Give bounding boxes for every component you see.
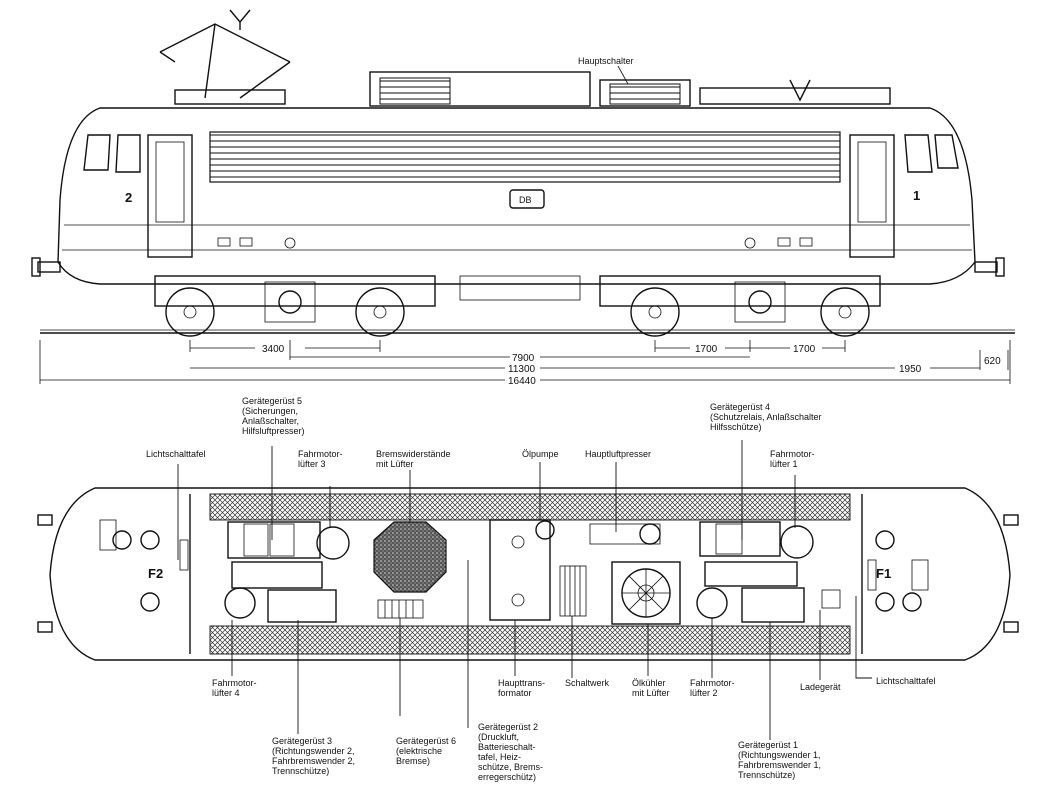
- label-line: Trennschütze): [738, 770, 795, 780]
- label-line: Gerätegerüst 4: [710, 402, 770, 412]
- plan-view: F2 F1: [37, 396, 1019, 782]
- label-fahrmotorluefter4: Fahrmotor-lüfter 4: [212, 678, 257, 698]
- label-geraetegeruest2: Gerätegerüst 2(Druckluft,Batterieschalt-…: [478, 722, 543, 782]
- label-line: Lichtschalttafel: [146, 449, 206, 459]
- roof-equipment: [174, 65, 891, 107]
- label-fahrmotorluefter3: Fahrmotor-lüfter 3: [298, 449, 343, 469]
- dim-620: 620: [984, 356, 1001, 367]
- label-hauptluftpresser: Hauptluftpresser: [585, 449, 651, 459]
- label-line: (Richtungswender 2,: [272, 746, 355, 756]
- label-haupttransformator: Haupttrans-formator: [498, 678, 545, 698]
- cab-number-right: 1: [913, 188, 920, 203]
- label-line: (Druckluft,: [478, 732, 519, 742]
- label-line: Bremse): [396, 756, 430, 766]
- dimension-lines: 3400 7900 1700 1700 11300 1950 620 16440: [39, 340, 1011, 387]
- label-hauptschalter: Hauptschalter: [578, 56, 634, 66]
- label-line: tafel, Heiz-: [478, 752, 521, 762]
- label-line: Gerätegerüst 3: [272, 736, 332, 746]
- label-line: Haupttrans-: [498, 678, 545, 688]
- label-line: Hauptluftpresser: [585, 449, 651, 459]
- label-line: formator: [498, 688, 532, 698]
- oelkuehler-unit: [611, 561, 681, 625]
- label-line: Lichtschalttafel: [876, 676, 936, 686]
- dim-1700-b: 1700: [793, 344, 816, 355]
- dim-1950: 1950: [899, 364, 922, 375]
- label-line: Fahrmotor-: [212, 678, 257, 688]
- label-line: erregerschütz): [478, 772, 536, 782]
- label-fahrmotorluefter1: Fahrmotor-lüfter 1: [770, 449, 815, 469]
- label-ladegeraet: Ladegerät: [800, 682, 841, 692]
- locomotive-body: DB 2 1: [57, 107, 976, 285]
- label-oelpumpe: Ölpumpe: [522, 449, 559, 459]
- label-line: mit Lüfter: [376, 459, 414, 469]
- label-line: Gerätegerüst 2: [478, 722, 538, 732]
- label-line: Fahrmotor-: [690, 678, 735, 688]
- dim-7900: 7900: [512, 353, 535, 364]
- label-geraetegeruest5: Gerätegerüst 5(Sicherungen,Anlaßschalter…: [242, 396, 305, 436]
- label-line: Hilfsluftpresser): [242, 426, 305, 436]
- label-line: Gerätegerüst 5: [242, 396, 302, 406]
- label-line: (elektrische: [396, 746, 442, 756]
- label-line: Anlaßschalter,: [242, 416, 299, 426]
- label-line: lüfter 3: [298, 459, 326, 469]
- engine-room-walkway-bottom: [209, 625, 851, 655]
- leader-lines: [177, 440, 872, 740]
- dim-1700-a: 1700: [695, 344, 718, 355]
- label-line: Fahrmotor-: [298, 449, 343, 459]
- label-geraetegeruest4: Gerätegerüst 4(Schutzrelais, Anlaßschalt…: [710, 402, 822, 432]
- label-geraetegeruest1: Gerätegerüst 1(Richtungswender 1,Fahrbre…: [738, 740, 821, 780]
- dim-11300: 11300: [508, 364, 536, 375]
- label-line: Gerätegerüst 1: [738, 740, 798, 750]
- pantograph: [159, 9, 291, 99]
- label-line: lüfter 1: [770, 459, 798, 469]
- label-geraetegeruest3: Gerätegerüst 3(Richtungswender 2,Fahrbre…: [272, 736, 355, 776]
- label-line: lüfter 4: [212, 688, 240, 698]
- plan-equipment: [224, 519, 841, 625]
- cab-number-left: 2: [125, 190, 132, 205]
- dim-16440: 16440: [508, 376, 536, 387]
- label-line: mit Lüfter: [632, 688, 670, 698]
- label-line: Ladegerät: [800, 682, 841, 692]
- label-line: Batterieschalt-: [478, 742, 536, 752]
- dim-3400: 3400: [262, 344, 285, 355]
- bogie-right: [599, 275, 881, 337]
- haupttransformator-unit: [489, 519, 551, 621]
- label-line: (Schutzrelais, Anlaßschalter: [710, 412, 822, 422]
- label-line: Fahrbremswender 2,: [272, 756, 355, 766]
- db-logo: DB: [519, 195, 532, 205]
- label-line: Fahrbremswender 1,: [738, 760, 821, 770]
- label-line: (Sicherungen,: [242, 406, 298, 416]
- label-line: Gerätegerüst 6: [396, 736, 456, 746]
- label-lichtschalttafel-left: Lichtschalttafel: [146, 449, 206, 459]
- label-line: Ölpumpe: [522, 449, 559, 459]
- label-line: Ölkühler: [632, 678, 666, 688]
- label-fahrmotorluefter2: Fahrmotor-lüfter 2: [690, 678, 735, 698]
- cab-label-f2: F2: [148, 566, 163, 581]
- engine-room-walkway-top: [209, 493, 851, 521]
- bogie-left: [154, 275, 436, 337]
- label-line: Trennschütze): [272, 766, 329, 776]
- label-schaltwerk: Schaltwerk: [565, 678, 610, 688]
- label-lichtschalttafel-right: Lichtschalttafel: [876, 676, 936, 686]
- side-view: Hauptschalter DB 2 1: [31, 9, 1015, 387]
- plan-labels: Gerätegerüst 5(Sicherungen,Anlaßschalter…: [146, 396, 936, 782]
- cab-label-f1: F1: [876, 566, 891, 581]
- label-line: Bremswiderstände: [376, 449, 451, 459]
- label-line: Fahrmotor-: [770, 449, 815, 459]
- bremswiderstand-unit: [373, 521, 447, 593]
- label-line: (Richtungswender 1,: [738, 750, 821, 760]
- plan-outline: [49, 487, 1011, 661]
- label-line: Schaltwerk: [565, 678, 610, 688]
- label-line: Hilfsschütze): [710, 422, 762, 432]
- label-line: schütze, Brems-: [478, 762, 543, 772]
- label-line: lüfter 2: [690, 688, 718, 698]
- buffers: [31, 257, 1005, 277]
